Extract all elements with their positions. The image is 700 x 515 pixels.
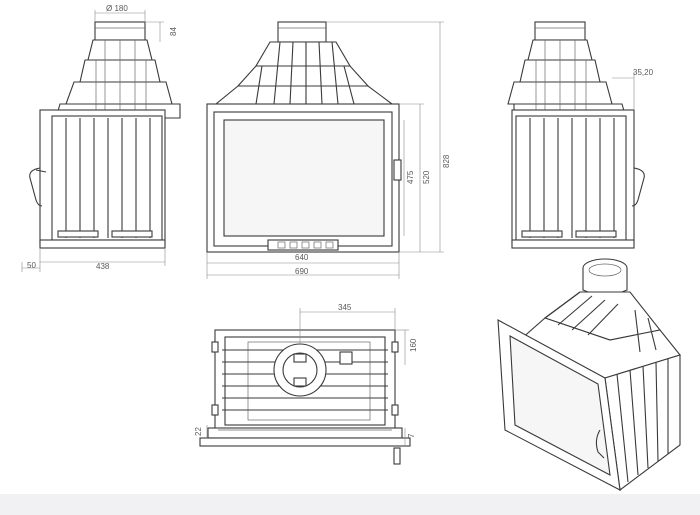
front-view bbox=[206, 21, 402, 253]
dim-lip: 22 bbox=[194, 427, 203, 436]
iso-door-glass bbox=[509, 335, 611, 476]
dim-small: 7 bbox=[407, 433, 416, 438]
dim-offset-left: 50 bbox=[27, 261, 36, 270]
dim-flue-offset: 345 bbox=[338, 303, 352, 312]
isometric-view bbox=[497, 258, 681, 492]
dim-total-height: 828 bbox=[442, 154, 451, 168]
footer-strip bbox=[0, 494, 700, 515]
dimension-labels: Ø 180 84 438 50 640 690 475 520 828 35,2… bbox=[27, 4, 654, 438]
left-side-view bbox=[29, 21, 181, 249]
dim-outer-width: 690 bbox=[295, 267, 309, 276]
top-view bbox=[199, 329, 411, 465]
right-side-view bbox=[507, 21, 645, 249]
dim-offset-right: 35,20 bbox=[633, 68, 654, 77]
dimension-lines bbox=[21, 10, 635, 446]
door-glass bbox=[223, 119, 385, 237]
dim-flue-diameter: Ø 180 bbox=[106, 4, 128, 13]
dim-door-height: 520 bbox=[422, 170, 431, 184]
dim-flue-depth: 160 bbox=[409, 338, 418, 352]
dim-inner-width: 640 bbox=[295, 253, 309, 262]
dim-flue-height: 84 bbox=[169, 27, 178, 36]
dim-glass-height: 475 bbox=[406, 170, 415, 184]
dim-depth: 438 bbox=[96, 262, 110, 271]
